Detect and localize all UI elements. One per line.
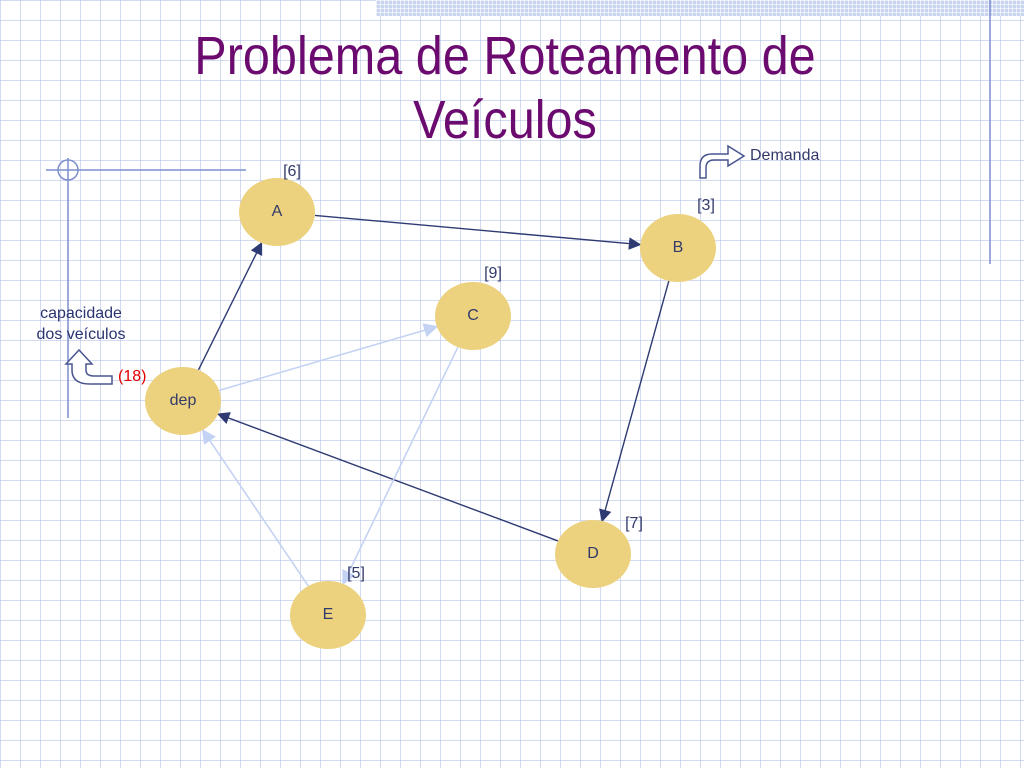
routes (197, 214, 670, 587)
capacity-label-line-1: capacidade (40, 305, 122, 322)
node-dep: dep (145, 367, 221, 435)
node-B: B [3] (640, 197, 716, 282)
capacity-value: (18) (118, 368, 147, 385)
node-C: C [9] (435, 265, 511, 350)
node-dep-circle (145, 367, 221, 435)
node-D: D [7] (555, 515, 643, 588)
node-E-demand: [5] (347, 565, 365, 582)
node-C-demand: [9] (484, 265, 502, 282)
route-D-to-dep (216, 412, 559, 542)
node-B-circle (640, 214, 716, 282)
node-E-label: E (323, 606, 334, 623)
route-A-to-B (314, 214, 642, 250)
title-line-2: Veículos (413, 90, 597, 150)
node-D-circle (555, 520, 631, 588)
node-B-demand: [3] (697, 197, 715, 214)
node-C-circle (435, 282, 511, 350)
capacity-label-line-2: dos veículos (36, 326, 126, 343)
node-E: E [5] (290, 565, 366, 649)
node-A-circle (239, 178, 315, 246)
node-A-label: A (272, 203, 283, 220)
node-A: A [6] (239, 163, 315, 246)
title-line-1: Problema de Roteamento de (194, 26, 816, 86)
route-dep-to-A (197, 241, 263, 371)
node-B-label: B (673, 239, 684, 256)
demand-legend-label: Demanda (750, 147, 819, 164)
route-B-to-D (599, 280, 670, 523)
nodes: dep A [6] B [3] C [9] D [7] E [5] (145, 163, 716, 649)
node-D-demand: [7] (625, 515, 643, 532)
route-E-to-dep (201, 428, 309, 587)
route-dep-to-C (218, 323, 439, 392)
capacity-label: capacidade dos veículos (26, 303, 136, 345)
node-dep-label: dep (170, 392, 197, 409)
route-C-to-E (342, 346, 459, 586)
node-D-label: D (587, 545, 599, 562)
node-A-demand: [6] (283, 163, 301, 180)
node-C-label: C (467, 307, 479, 324)
node-E-circle (290, 581, 366, 649)
capacity-arrow-icon (64, 348, 113, 385)
top-decorative-band (376, 0, 1024, 16)
decorative-crosshair (46, 158, 246, 418)
demand-legend-arrow-icon (699, 144, 746, 179)
slide-title: Problema de Roteamento de Veículos (123, 24, 888, 152)
